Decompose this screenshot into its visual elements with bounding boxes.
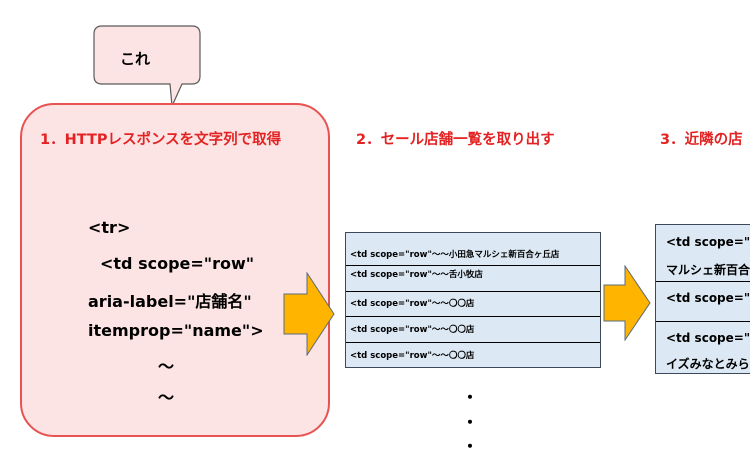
continuation-dot: ・ <box>462 413 479 432</box>
bubble-text: これ <box>120 50 151 68</box>
list-item: <td scope="row"～～小田急マルシェ新百合ヶ丘店 <box>350 250 560 260</box>
code-line: <td scope="row" <box>100 254 255 273</box>
right-arrow-icon <box>283 272 335 356</box>
code-line: <tr> <box>88 218 131 237</box>
right-arrow-icon <box>603 265 651 341</box>
list-item: マルシェ新百合 <box>666 263 750 277</box>
list-item: <td scope=" <box>666 291 750 305</box>
code-line: aria-label="店舗名" <box>88 292 252 311</box>
code-line: itemprop="name"> <box>88 321 264 340</box>
divider <box>346 342 600 343</box>
list-item: イズみなとみら <box>666 357 750 371</box>
divider <box>656 321 750 322</box>
continuation-dot: ・ <box>462 437 479 456</box>
list-item: <td scope="row"～～〇〇店 <box>350 351 475 361</box>
store-list-box: <td scope="row"～～小田急マルシェ新百合ヶ丘店 <td scope… <box>345 232 601 368</box>
step1-title: 1．HTTPレスポンスを文字列で取得 <box>40 132 282 148</box>
list-item: <td scope=" <box>666 235 750 249</box>
speech-bubble <box>93 25 201 109</box>
code-line: ～ <box>158 388 175 407</box>
list-item: <td scope="row"～～舌小牧店 <box>350 270 483 280</box>
nearby-store-list-box: <td scope=" マルシェ新百合 <td scope=" <td scop… <box>655 224 750 374</box>
code-line: ～ <box>158 357 175 376</box>
divider <box>346 265 600 266</box>
list-item: <td scope=" <box>666 331 750 345</box>
http-response-panel <box>20 103 330 437</box>
list-item: <td scope="row"～～〇〇店 <box>350 325 475 335</box>
step2-title: 2．セール店舗一覧を取り出す <box>356 132 555 148</box>
divider <box>346 316 600 317</box>
step3-title: 3．近隣の店 <box>660 132 743 148</box>
divider <box>346 291 600 292</box>
list-item: <td scope="row"～～〇〇店 <box>350 299 475 309</box>
divider <box>656 281 750 282</box>
continuation-dot: ・ <box>462 388 479 407</box>
